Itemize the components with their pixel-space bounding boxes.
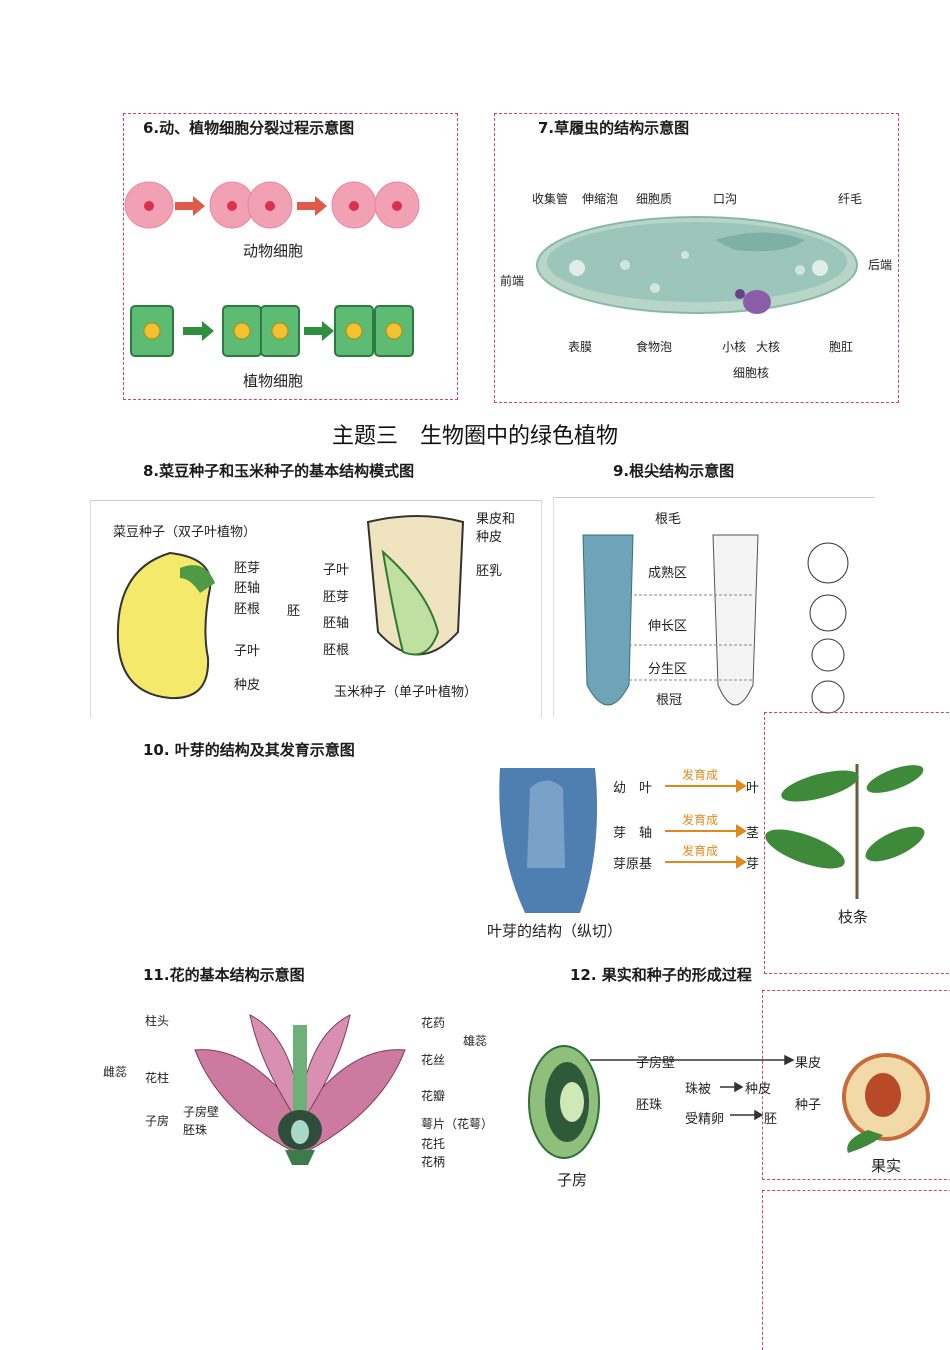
flower-figure <box>194 1014 406 1165</box>
bud-caption: 叶芽的结构（纵切） <box>487 922 623 940</box>
p-label-membrane: 表膜 <box>568 340 593 354</box>
p-label-food-vacuole: 食物泡 <box>636 340 673 354</box>
s12-label-seed: 种子 <box>795 1098 822 1113</box>
flower-label-style: 花柱 <box>145 1071 170 1085</box>
develop-arrows <box>665 779 747 869</box>
flower-label-ovary-wall: 子房壁 <box>183 1105 220 1119</box>
result-label-stem: 茎 <box>746 826 760 841</box>
flower-label-ovule: 胚珠 <box>183 1123 208 1137</box>
right-frame-mid <box>762 990 950 1180</box>
flower-label-receptacle: 花托 <box>421 1137 446 1151</box>
bean-label-cotyledon: 子叶 <box>234 644 261 659</box>
flower-label-pedicel: 花柄 <box>421 1155 446 1169</box>
corn-label-hypocotyl: 胚轴 <box>323 616 350 631</box>
root-label-hair: 根毛 <box>655 512 682 527</box>
s12-label-ovary: 子房 <box>557 1171 588 1189</box>
section9-frame <box>553 497 875 717</box>
bud-label-axis: 芽 轴 <box>613 826 653 841</box>
flower-pistil: 雌蕊 <box>103 1065 128 1079</box>
branch-caption: 枝条 <box>838 908 869 926</box>
right-frame-top <box>764 712 950 974</box>
bean-title: 菜豆种子（双子叶植物） <box>113 525 257 540</box>
s12-label-zygote: 受精卵 <box>685 1112 725 1127</box>
animal-cell-label: 动物细胞 <box>243 242 304 260</box>
section8-frame <box>90 500 542 718</box>
flower-label-petal: 花瓣 <box>421 1089 446 1103</box>
section6-frame <box>123 113 458 400</box>
section6-caption: 6.动、植物细胞分裂过程示意图 <box>143 119 355 137</box>
flower-label-sepal: 萼片（花萼） <box>421 1117 494 1131</box>
bean-label-seed-coat: 种皮 <box>234 678 261 693</box>
flower-label-filament: 花丝 <box>421 1053 446 1067</box>
s12-label-integument: 珠被 <box>685 1082 712 1097</box>
fruit-figure <box>842 1053 930 1153</box>
plant-cell-label: 植物细胞 <box>243 372 304 390</box>
bean-seed-figure <box>116 551 215 700</box>
section9-caption: 9.根尖结构示意图 <box>613 462 735 480</box>
paramecium-figure <box>536 216 858 314</box>
root-label-cap: 根冠 <box>656 693 683 708</box>
corn-seed-figure <box>366 515 465 656</box>
root-tip-figure <box>582 534 849 714</box>
p-label-cytoplasm: 细胞质 <box>636 192 673 206</box>
section7-caption: 7.草履虫的结构示意图 <box>538 119 690 137</box>
bean-label-hypocotyl: 胚轴 <box>234 581 261 596</box>
p-label-nucleus: 细胞核 <box>733 366 770 380</box>
flower-label-stigma: 柱头 <box>145 1014 170 1028</box>
section12-caption: 12. 果实和种子的形成过程 <box>570 966 752 984</box>
flower-label-anther: 花药 <box>421 1016 446 1030</box>
section7-frame <box>494 113 899 403</box>
root-label-mature: 成熟区 <box>648 566 688 581</box>
branch-figure <box>765 764 925 899</box>
embryo-label: 胚 <box>287 604 301 619</box>
p-label-front: 前端 <box>500 274 525 288</box>
s12-arrows <box>590 1054 795 1121</box>
p-label-anal-pore: 胞肛 <box>829 340 854 354</box>
section10-caption: 10. 叶芽的结构及其发育示意图 <box>143 741 355 759</box>
p-label-macronucleus: 大核 <box>756 340 781 354</box>
leaf-bud-figure <box>499 768 598 913</box>
corn-label-cotyledon: 子叶 <box>323 563 350 578</box>
result-label-bud: 芽 <box>746 857 760 872</box>
corn-label-plumule: 胚芽 <box>323 590 350 605</box>
result-label-leaf: 叶 <box>746 781 760 796</box>
section8-caption: 8.菜豆种子和玉米种子的基本结构模式图 <box>143 462 415 480</box>
ovary-figure <box>528 1045 600 1159</box>
p-label-rear: 后端 <box>868 258 893 272</box>
p-label-contractile-vacuole: 伸缩泡 <box>582 192 619 206</box>
bud-label-young-leaf: 幼 叶 <box>613 781 653 796</box>
s12-label-embryo: 胚 <box>764 1112 778 1127</box>
p-label-cilia: 纤毛 <box>838 192 863 206</box>
animal-cell-division-figure <box>124 181 420 229</box>
develop-label-1: 发育成 <box>682 768 719 782</box>
p-label-oral-groove: 口沟 <box>713 192 738 206</box>
s12-label-fruit: 果实 <box>871 1157 902 1175</box>
right-frame-bottom <box>762 1190 950 1350</box>
s12-label-seed-coat: 种皮 <box>745 1082 772 1097</box>
s12-label-pericarp: 果皮 <box>795 1056 822 1071</box>
p-label-micronucleus: 小核 <box>722 340 747 354</box>
corn-label-pericarp: 果皮和 <box>476 512 516 527</box>
develop-label-2: 发育成 <box>682 813 719 827</box>
s12-label-ovule: 胚珠 <box>636 1098 663 1113</box>
flower-stamen: 雄蕊 <box>463 1034 488 1048</box>
bean-label-plumule: 胚芽 <box>234 561 261 576</box>
theme-title: 主题三 生物圈中的绿色植物 <box>331 424 618 449</box>
corn-label-radicle: 胚根 <box>323 643 350 658</box>
root-label-meristem: 分生区 <box>648 662 688 677</box>
corn-label-pericarp2: 种皮 <box>476 530 503 545</box>
p-label-contractile-tube: 收集管 <box>532 192 569 206</box>
bean-label-radicle: 胚根 <box>234 602 261 617</box>
plant-cell-division-figure <box>130 305 414 357</box>
root-label-elongation: 伸长区 <box>648 619 688 634</box>
bud-label-primordium: 芽原基 <box>613 857 653 872</box>
corn-label-endosperm: 胚乳 <box>476 564 503 579</box>
corn-title: 玉米种子（单子叶植物） <box>334 685 478 700</box>
flower-label-ovary: 子房 <box>145 1114 170 1128</box>
section11-caption: 11.花的基本结构示意图 <box>143 966 305 984</box>
develop-label-3: 发育成 <box>682 844 719 858</box>
